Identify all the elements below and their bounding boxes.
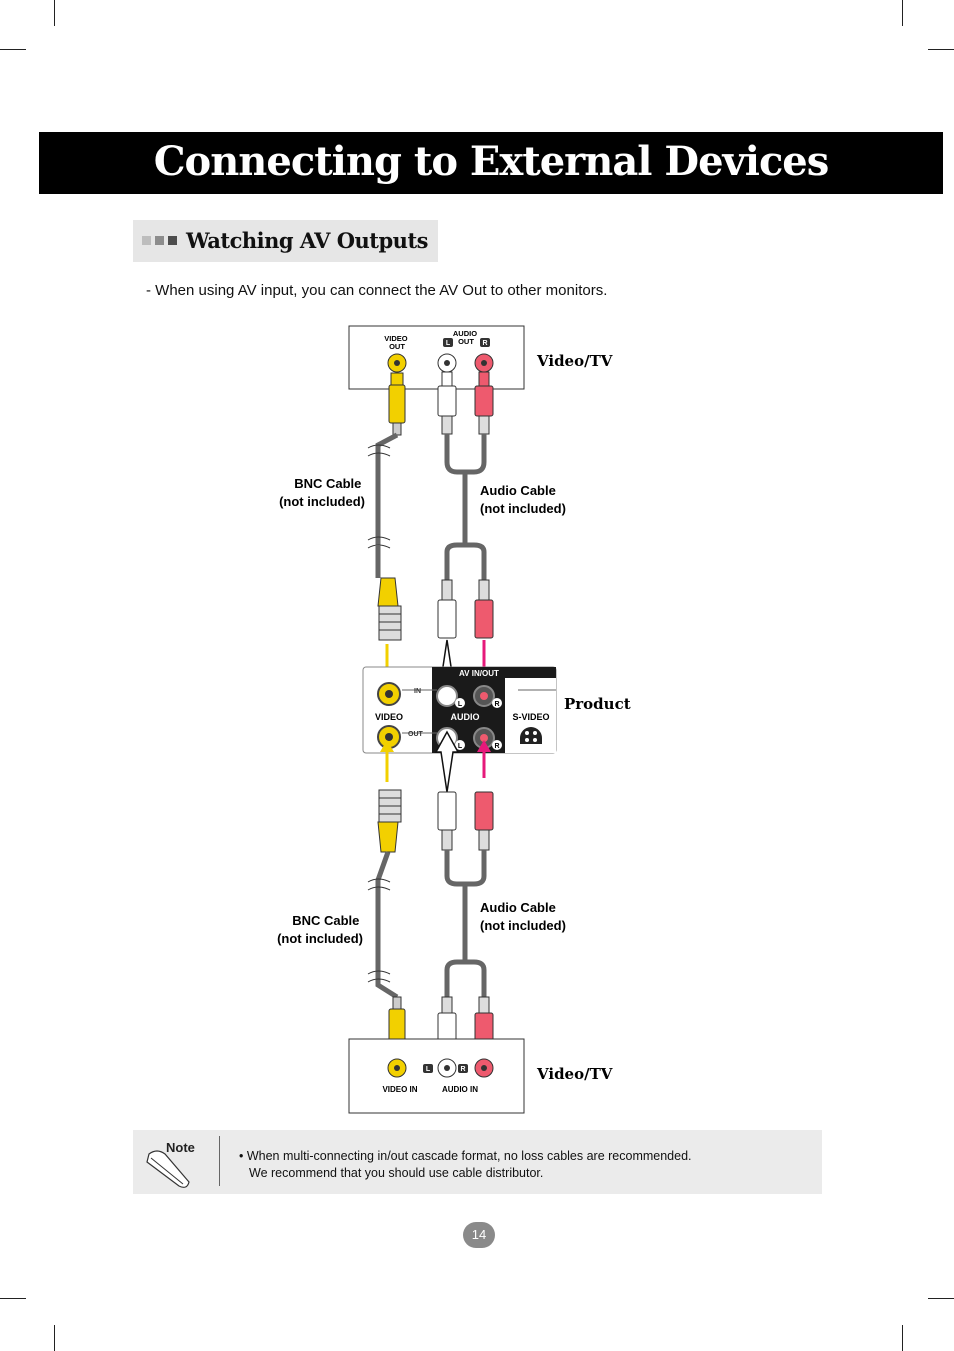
crop-mark <box>928 49 954 50</box>
l-out-badge <box>455 740 465 750</box>
product-svideo-label: S-VIDEO <box>512 712 549 722</box>
audio-r-out-jack-core <box>480 734 488 742</box>
top-device-panel <box>348 325 525 390</box>
l-badge-bottom <box>423 1064 433 1073</box>
bullet-square <box>155 236 164 245</box>
crop-mark <box>54 0 55 26</box>
audio-r-arrow-out-head <box>477 740 491 752</box>
audio-r-plug-output <box>474 791 494 851</box>
audio-in-label: AUDIO IN <box>442 1085 478 1094</box>
l-in-badge <box>455 698 465 708</box>
video-out-jack-product-core <box>385 733 393 741</box>
bottom-bnc-cable <box>375 851 399 1000</box>
bnc-cable-top-label: BNC Cable (not included) <box>279 476 365 509</box>
r-in-badge-text: R <box>494 701 499 708</box>
product-panel-title: AV IN/OUT <box>459 669 499 678</box>
audio-l-in-jack <box>436 685 458 707</box>
l-badge <box>443 338 453 347</box>
product-audio-label: AUDIO <box>451 712 480 722</box>
svideo-pin <box>525 738 529 742</box>
page-title: Connecting to External Devices <box>153 138 830 185</box>
intro-text: - When using AV input, you can connect t… <box>146 282 608 299</box>
bottom-bnc-break <box>367 970 391 983</box>
bullet-square <box>142 236 151 245</box>
audio-l-jack-core <box>444 360 450 366</box>
video-in-label: VIDEO IN <box>382 1085 417 1094</box>
r-in-badge <box>492 698 502 708</box>
top-bnc-break <box>367 444 391 457</box>
note-box: Note • When multi-connecting in/out casc… <box>133 1130 822 1194</box>
crop-mark <box>0 49 26 50</box>
bottom-device-label: Video/TV <box>536 1065 613 1083</box>
top-bnc-cable <box>375 432 399 545</box>
audio-in-l-jack-core <box>444 1065 450 1071</box>
audio-l-plug-output <box>437 791 457 851</box>
page-number: 14 <box>463 1222 495 1248</box>
top-device-label: Video/TV <box>536 352 613 370</box>
top-bnc-plug <box>388 372 406 436</box>
section-title: Watching AV Outputs <box>186 228 428 253</box>
r-out-badge <box>492 740 502 750</box>
audio-cable-top-label: Audio Cable (not included) <box>480 483 566 516</box>
section-header: Watching AV Outputs <box>133 220 438 262</box>
note-line-1: • When multi-connecting in/out cascade f… <box>239 1149 692 1163</box>
crop-mark <box>54 1325 55 1351</box>
bottom-audio-cable <box>444 850 487 997</box>
audio-out-label: AUDIO OUT <box>453 329 479 346</box>
audio-l-plug-input <box>437 579 457 639</box>
note-pen-icon: Note <box>146 1140 195 1188</box>
l-badge-text: L <box>446 340 451 347</box>
bottom-device-panel <box>348 1038 525 1114</box>
top-audio-l-plug <box>437 371 457 435</box>
top-audio-cable <box>444 434 487 580</box>
audio-r-in-jack-core <box>480 692 488 700</box>
note-divider <box>219 1136 220 1186</box>
svideo-pin <box>533 731 537 735</box>
svg-text:Note: Note <box>166 1140 195 1155</box>
video-in-jack-core <box>385 690 393 698</box>
r-out-badge-text: R <box>494 743 499 750</box>
bnc-plug-output <box>377 789 402 853</box>
audio-r-plug-input <box>474 579 494 639</box>
video-in-jack-bottom-core <box>394 1065 400 1071</box>
audio-cable-bottom-label: Audio Cable (not included) <box>480 900 566 933</box>
product-video-label: VIDEO <box>375 712 403 722</box>
video-arrow-out-head <box>380 740 394 752</box>
video-out-label: VIDEO OUT <box>384 334 409 351</box>
product-out-label: OUT <box>408 731 424 738</box>
r-badge <box>480 338 490 347</box>
product-in-label: IN <box>414 688 421 695</box>
svideo-pin <box>533 738 537 742</box>
l-in-badge-text: L <box>458 701 463 708</box>
crop-mark <box>928 1298 954 1299</box>
bnc-cable-bottom-label: BNC Cable (not included) <box>277 913 363 946</box>
r-badge-bottom-text: R <box>460 1066 465 1073</box>
audio-in-r-jack-core <box>481 1065 487 1071</box>
product-label: Product <box>564 695 631 713</box>
r-badge-bottom <box>458 1064 468 1073</box>
bullet-square <box>168 236 177 245</box>
r-badge-text: R <box>482 340 487 347</box>
crop-mark <box>0 1298 26 1299</box>
bottom-bnc-break <box>367 878 391 891</box>
video-out-jack-core <box>394 360 400 366</box>
svideo-pin <box>525 731 529 735</box>
title-bar: Connecting to External Devices <box>39 132 943 194</box>
audio-r-jack-core <box>481 360 487 366</box>
product-panel-header <box>432 667 556 678</box>
crop-mark <box>902 1325 903 1351</box>
crop-mark <box>902 0 903 26</box>
note-line-2: We recommend that you should use cable d… <box>249 1166 544 1180</box>
bnc-plug-input <box>377 577 402 641</box>
top-audio-r-plug <box>474 371 494 435</box>
l-badge-bottom-text: L <box>426 1066 431 1073</box>
l-out-badge-text: L <box>458 743 463 750</box>
